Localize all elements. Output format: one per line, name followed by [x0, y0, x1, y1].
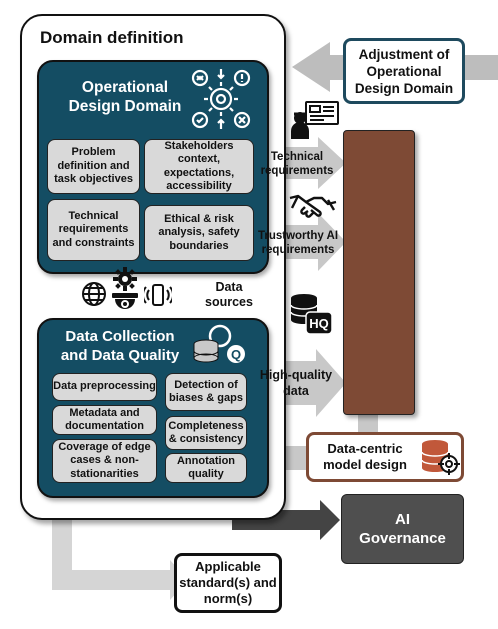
standards-box: Applicable standard(s) and norm(s) [174, 553, 282, 613]
technical-requirements-label: Technical requirements [260, 151, 334, 177]
hq-badge: HQ [309, 316, 329, 331]
dq-item-completeness: Completeness & consistency [165, 416, 247, 450]
dq-item-preprocessing: Data preprocessing [52, 373, 157, 401]
domain-definition-title: Domain definition [40, 28, 184, 47]
target-database-icon [421, 440, 460, 475]
gear-cycle-icon [191, 69, 251, 129]
odd-item-problem-definition: Problem definition and task objectives [47, 139, 140, 194]
handshake-icon [289, 194, 337, 218]
data-sources-label: Data sources [205, 280, 253, 309]
high-quality-data-label: High-quality data [259, 368, 333, 398]
ai-governance-box: AI Governance [341, 494, 464, 564]
dq-item-metadata: Metadata and documentation [52, 405, 157, 435]
satellite-icon [113, 267, 137, 291]
governance-arrow [232, 482, 340, 540]
dq-item-annotation: Annotation quality [165, 453, 247, 483]
camera-icon [112, 293, 138, 309]
dq-q-badge: Q [231, 347, 241, 362]
phone-signal-icon [144, 284, 172, 306]
data-quality-title-line1: Data Collection [65, 328, 175, 345]
data-quality-title-line2: and Data Quality [60, 347, 180, 364]
trustworthy-ai-label: Trustworthy AI requirements [257, 230, 339, 256]
odd-title: Operational Design Domain [60, 78, 190, 116]
data-centric-box: Data-centric model design [306, 432, 464, 482]
odd-title-line2: Design Domain [68, 98, 182, 115]
dq-item-biases: Detection of biases & gaps [165, 373, 247, 411]
odd-item-technical-requirements: Technical requirements and constraints [47, 199, 140, 261]
model-development-bar [343, 130, 415, 415]
standards-arrow [48, 500, 188, 600]
odd-item-ethical-risk: Ethical & risk analysis, safety boundari… [144, 205, 254, 261]
odd-title-line1: Operational [81, 79, 169, 96]
dq-item-coverage: Coverage of edge cases & non-stationarit… [52, 439, 157, 483]
hq-database-icon: HQ [290, 294, 333, 335]
database-search-icon: Q [193, 324, 245, 363]
data-quality-title: Data Collection and Data Quality [45, 327, 195, 365]
odd-item-stakeholders: Stakeholders context, expectations, acce… [144, 139, 254, 194]
data-centric-label: Data-centric model design [323, 441, 407, 472]
globe-icon [82, 282, 106, 306]
adjustment-box: Adjustment of Operational Design Domain [343, 38, 465, 104]
engineer-icon [291, 101, 339, 139]
